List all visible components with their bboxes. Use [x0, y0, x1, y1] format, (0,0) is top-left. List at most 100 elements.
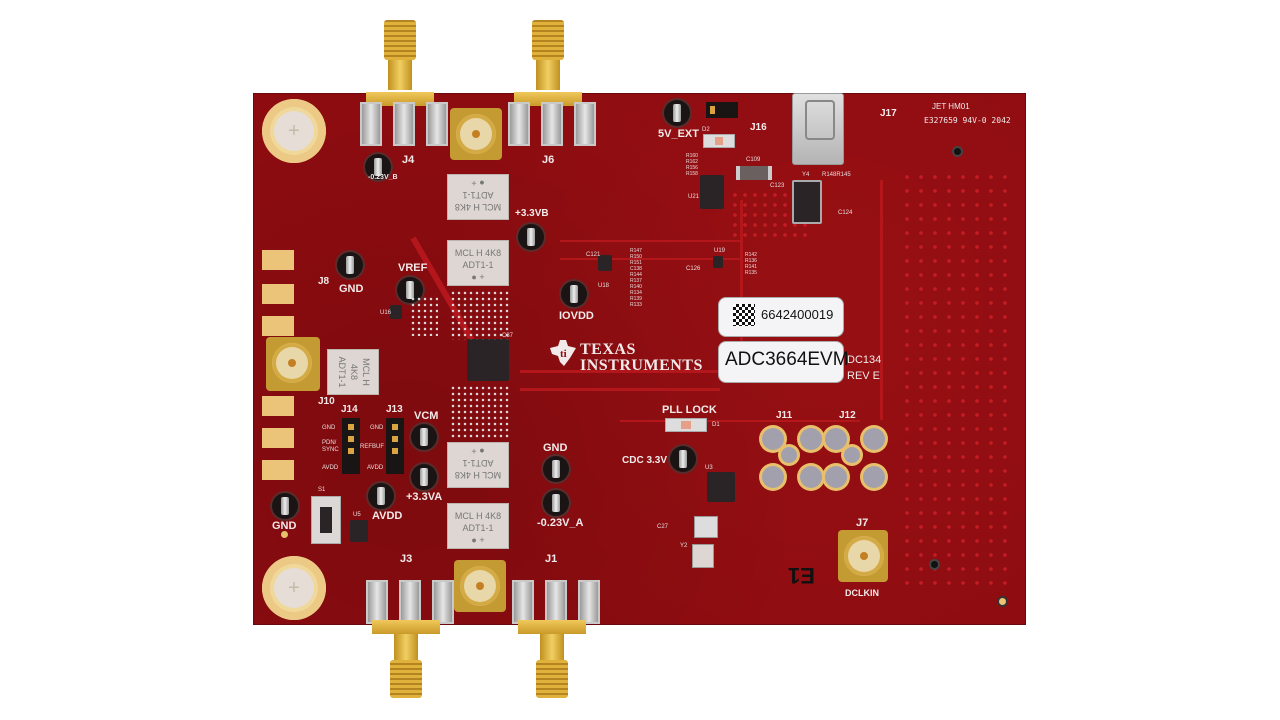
- jumper-header-j14[interactable]: [342, 418, 360, 474]
- label-c121: C121: [586, 252, 601, 258]
- sma-connector-j3[interactable]: [372, 620, 440, 700]
- j14-pin-gnd: GND: [322, 425, 336, 431]
- j12-pad[interactable]: [825, 428, 847, 450]
- smp-connector-j9[interactable]: [266, 337, 320, 391]
- j12-pad[interactable]: [825, 466, 847, 488]
- sma-pad: [578, 580, 600, 624]
- label-neg-b: -0.23V_B: [368, 174, 398, 181]
- serial-label: 6642400019: [718, 297, 844, 337]
- j11-pad[interactable]: [781, 447, 797, 463]
- board-code: DC134: [847, 354, 882, 366]
- sma-connector-j7-dclkin[interactable]: [838, 530, 888, 582]
- oscillator: [692, 544, 714, 568]
- mounting-hole-top-left: +: [262, 99, 326, 163]
- test-point-iovdd[interactable]: [561, 281, 587, 307]
- test-point-3v3b[interactable]: [518, 224, 544, 250]
- smp-connector-j5[interactable]: [450, 108, 502, 160]
- sma-connector-j4[interactable]: [366, 20, 434, 106]
- test-point-5v-ext[interactable]: [664, 100, 690, 126]
- sma-connector-j6[interactable]: [514, 20, 582, 106]
- test-point-neg-a[interactable]: [543, 490, 569, 516]
- edge-pad: [262, 428, 294, 448]
- sma-pad: [574, 102, 596, 146]
- j12-pad[interactable]: [844, 447, 860, 463]
- test-point-cdc-3v3[interactable]: [670, 446, 696, 472]
- label-d2: D2: [702, 127, 710, 133]
- label-avdd: AVDD: [372, 510, 403, 522]
- label-c124: C124: [838, 210, 853, 216]
- j11-pad[interactable]: [762, 428, 784, 450]
- led-pll-lock: [665, 418, 707, 432]
- test-point-vcm[interactable]: [411, 424, 437, 450]
- edge-pad: [262, 316, 294, 336]
- label-u18: U18: [598, 283, 610, 289]
- pcb-trace: [560, 258, 740, 260]
- label-j4: J4: [402, 154, 415, 166]
- j12-pad[interactable]: [863, 428, 885, 450]
- label-j8: J8: [318, 276, 330, 287]
- test-point-gnd-bottom-left[interactable]: [272, 493, 298, 519]
- edge-pad: [262, 396, 294, 416]
- via-field: [900, 170, 1010, 590]
- crystal-y2: [694, 516, 718, 538]
- label-c126: C126: [686, 266, 701, 272]
- sma-pad: [508, 102, 530, 146]
- product-name: ADC3664EVM: [725, 349, 849, 370]
- capacitor-c109: [736, 166, 772, 180]
- j13-pin-refbuf: REFBUF: [360, 444, 384, 450]
- label-d1: D1: [712, 422, 720, 428]
- test-point-3v3a[interactable]: [411, 464, 437, 490]
- jumper-header-j16[interactable]: [706, 102, 738, 118]
- j11-pad[interactable]: [800, 428, 822, 450]
- label-c123: C123: [770, 183, 785, 189]
- edge-pad: [262, 250, 294, 270]
- label-j11: J11: [776, 410, 793, 421]
- j11-pad[interactable]: [800, 466, 822, 488]
- svg-text:ti: ti: [560, 348, 567, 360]
- smd-passives: [450, 385, 510, 440]
- label-u21: U21: [688, 194, 700, 200]
- j13-pin-avdd: AVDD: [367, 465, 384, 471]
- serial-number: 6642400019: [761, 307, 834, 322]
- sma-pad: [426, 102, 448, 146]
- fab-marking-line1: JET HM01: [932, 102, 970, 111]
- test-point-avdd[interactable]: [368, 483, 394, 509]
- j11-pad[interactable]: [762, 466, 784, 488]
- label-u16: U16: [380, 310, 392, 316]
- smp-connector-j2[interactable]: [454, 560, 506, 612]
- label-gnd-left: GND: [339, 283, 364, 295]
- test-point-gnd-left[interactable]: [337, 252, 363, 278]
- smd-passives: [450, 290, 510, 340]
- usb-connector-j17[interactable]: [792, 93, 844, 165]
- label-gnd-center: GND: [543, 442, 568, 454]
- pcb-trace: [880, 180, 883, 420]
- label-gnd-bottom-left: GND: [272, 520, 297, 532]
- label-j14: J14: [341, 404, 358, 415]
- test-point-neg-b[interactable]: [365, 154, 391, 180]
- test-point-gnd-center[interactable]: [543, 456, 569, 482]
- label-pll-lock: PLL LOCK: [662, 404, 717, 416]
- fiducial: [999, 598, 1006, 605]
- ic-u18: [598, 255, 612, 271]
- ic-u19: [713, 256, 723, 268]
- clock-chip-u3: [707, 472, 735, 502]
- smd-passives: [410, 296, 438, 336]
- sma-connector-j1[interactable]: [518, 620, 586, 700]
- pcb-trace: [620, 420, 860, 422]
- label-c27: C27: [657, 524, 669, 530]
- label-y2: Y2: [680, 543, 688, 549]
- push-button-s1[interactable]: [311, 496, 341, 544]
- j14-pin-pdn-sync: PDN/ SYNC: [322, 440, 339, 453]
- j12-pad[interactable]: [863, 466, 885, 488]
- label-j16: J16: [750, 122, 767, 133]
- j14-pin-avdd: AVDD: [322, 465, 339, 471]
- edge-pad: [262, 284, 294, 304]
- adc-chip-u4: [467, 339, 509, 381]
- sma-pad: [393, 102, 415, 146]
- jumper-header-j13[interactable]: [386, 418, 404, 474]
